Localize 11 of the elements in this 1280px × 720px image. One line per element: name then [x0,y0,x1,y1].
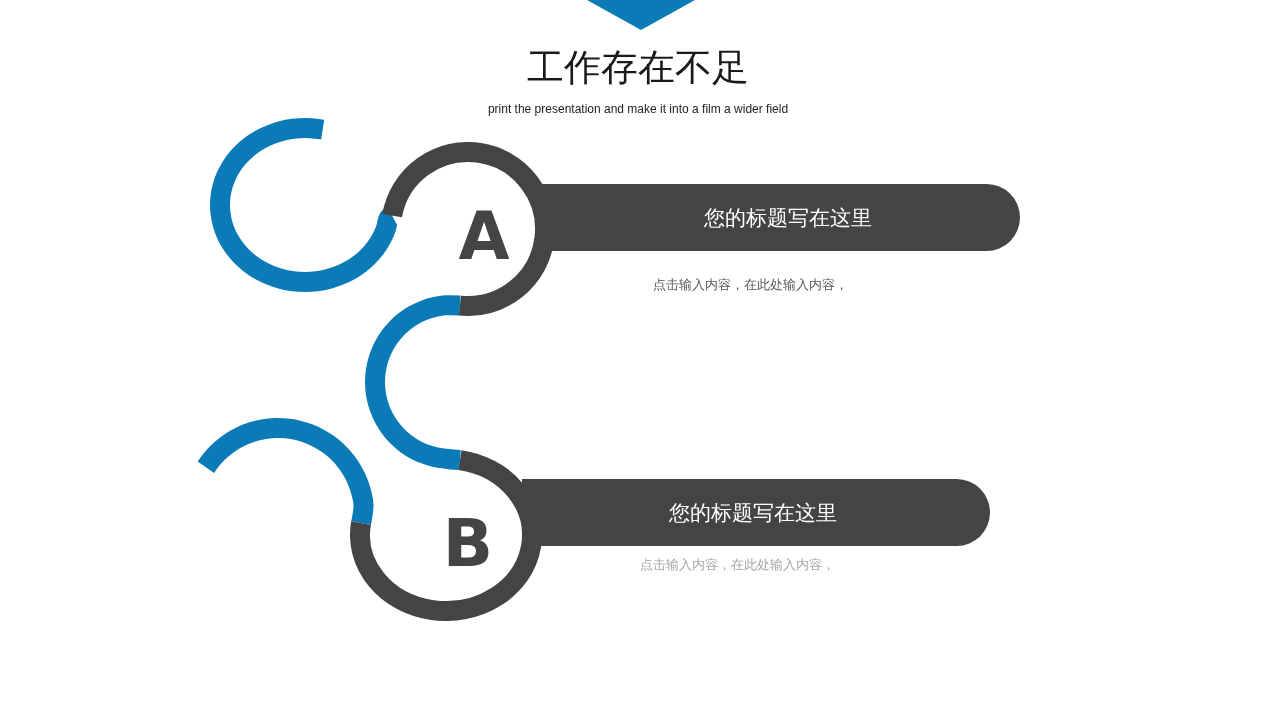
description-text: 点击输入内容，在此处输入内容， [639,557,835,573]
bar-title: 您的标题写在这里 [669,499,837,526]
description-text: 点击输入内容，在此处输入内容， [652,277,848,293]
slide-title: 工作存在不足 [527,46,749,90]
subtitle: print the presentation and make it into a film a wider field [487,102,789,117]
step-letter: B [442,511,494,577]
step-letter: A [458,204,510,270]
step-ring [350,449,542,621]
title-bar [522,479,990,546]
bar-title: 您的标题写在这里 [703,204,872,231]
step-ring [381,142,555,316]
